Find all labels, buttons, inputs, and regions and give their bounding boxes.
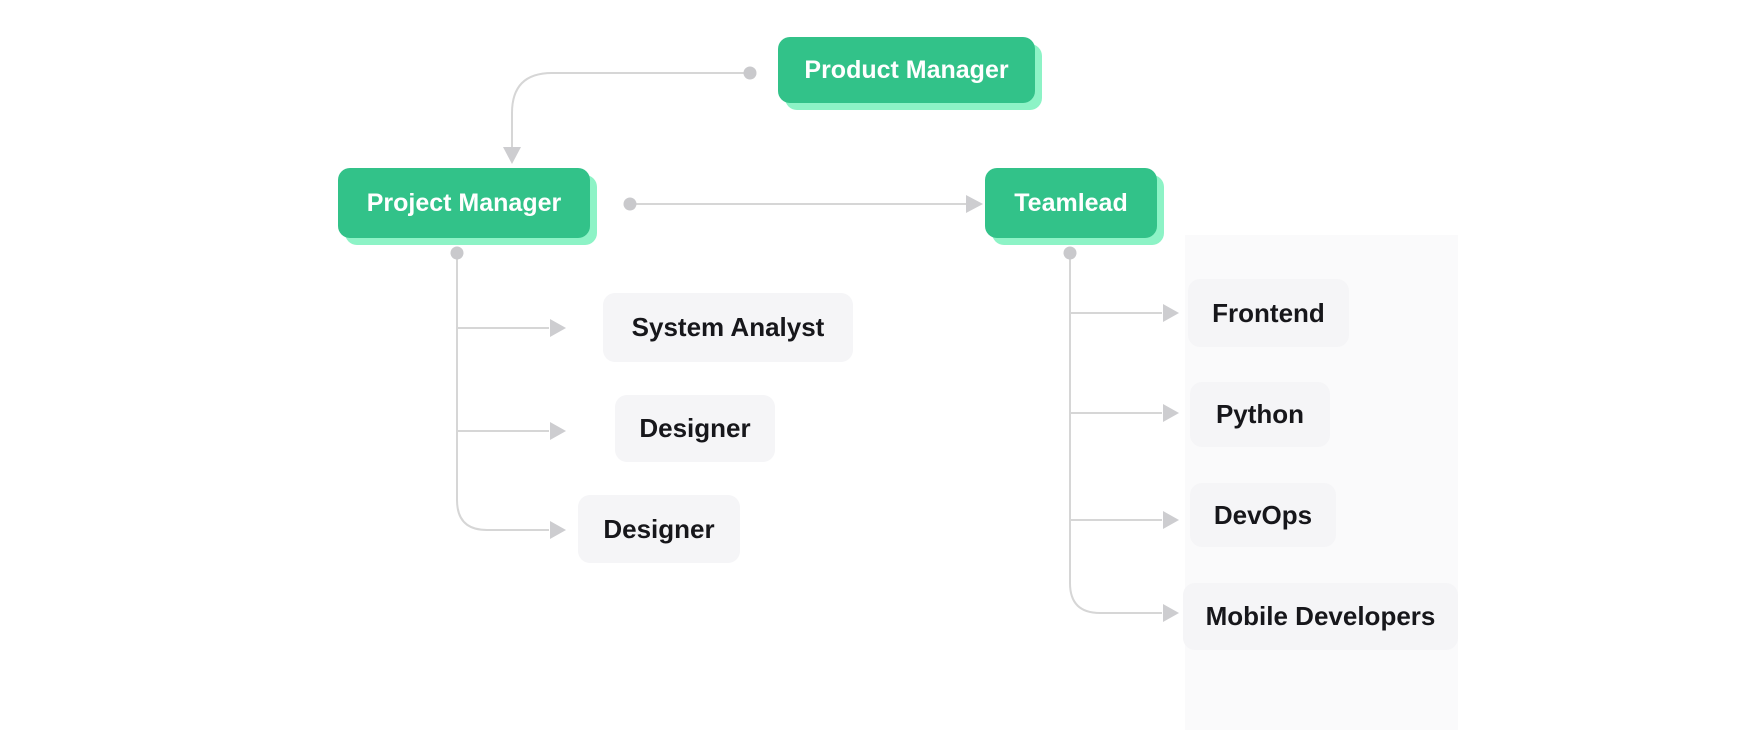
arrowhead-into-designer-1 [550, 422, 566, 440]
node-teamlead[interactable]: Teamlead [985, 168, 1157, 238]
node-frontend[interactable]: Frontend [1188, 279, 1349, 347]
edge-dot-project-manager-right [623, 197, 637, 211]
node-product-manager[interactable]: Product Manager [778, 37, 1035, 103]
arrowhead-into-system-analyst [550, 319, 566, 337]
edge-dot-project-manager-bottom [450, 246, 464, 260]
node-designer-1[interactable]: Designer [615, 395, 775, 462]
edge-product-to-project [511, 72, 748, 149]
arrowhead-into-project-manager [503, 147, 521, 164]
edge-project-trunk [456, 259, 549, 531]
arrowhead-into-frontend [1163, 304, 1179, 322]
edge-dot-teamlead-bottom [1063, 246, 1077, 260]
arrowhead-into-teamlead [966, 195, 983, 213]
arrowhead-into-python [1163, 404, 1179, 422]
node-project-manager[interactable]: Project Manager [338, 168, 590, 238]
node-designer-1-label: Designer [639, 413, 751, 443]
arrowhead-into-devops [1163, 511, 1179, 529]
node-python[interactable]: Python [1190, 382, 1330, 447]
node-devops-label: DevOps [1213, 499, 1313, 530]
node-mobile-developers[interactable]: Mobile Developers [1183, 583, 1458, 650]
node-project-manager-label: Project Manager [366, 188, 562, 217]
edge-teamlead-trunk [1069, 259, 1162, 614]
node-teamlead-label: Teamlead [1014, 188, 1128, 217]
node-python-label: Python [1215, 399, 1305, 429]
node-mobile-developers-label: Mobile Developers [1205, 601, 1436, 631]
edge-dot-product-manager-left [743, 66, 757, 80]
arrowhead-into-mobile-developers [1163, 604, 1179, 622]
node-system-analyst[interactable]: System Analyst [603, 293, 853, 362]
arrowhead-into-designer-2 [550, 521, 566, 539]
node-designer-2[interactable]: Designer [578, 495, 740, 563]
node-product-manager-label: Product Manager [804, 55, 1009, 84]
node-system-analyst-label: System Analyst [631, 312, 825, 342]
node-designer-2-label: Designer [603, 513, 715, 544]
node-devops[interactable]: DevOps [1190, 483, 1336, 547]
node-frontend-label: Frontend [1212, 297, 1325, 328]
